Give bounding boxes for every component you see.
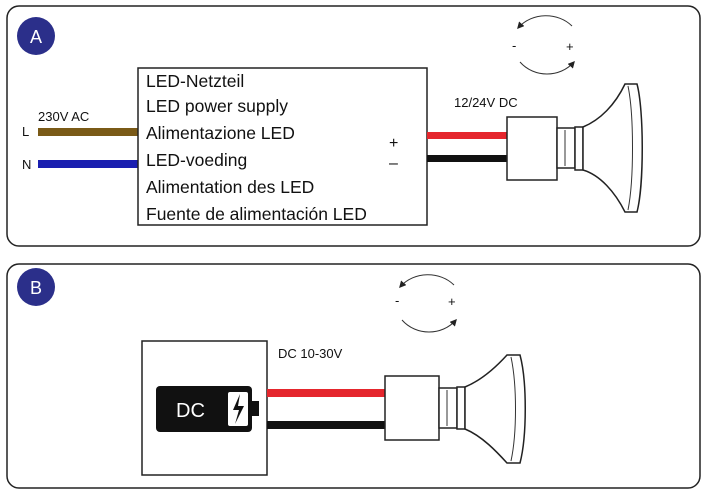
badge-a: A [17, 17, 55, 55]
battery-charging-icon: DC [156, 386, 259, 432]
rotate-plus-a: + [566, 39, 574, 54]
psu-line-it: Alimentazione LED [146, 123, 295, 143]
rotate-minus-a: - [512, 38, 516, 53]
power-supply-box [137, 67, 428, 226]
live-wire [38, 128, 138, 136]
panel-b-frame [6, 263, 701, 489]
led-spot-bulb-icon [506, 83, 643, 213]
output-voltage-label-a: 12/24V DC [454, 95, 518, 110]
negative-wire-a [427, 155, 507, 162]
output-voltage-label-b: DC 10-30V [278, 346, 343, 361]
positive-wire-b [267, 389, 385, 397]
rotate-arrows-icon: - + [395, 274, 457, 333]
neutral-label: N [22, 157, 31, 172]
psu-line-de: LED-Netzteil [146, 71, 244, 91]
rotate-minus-b: - [395, 293, 399, 308]
plus-sign: + [389, 135, 398, 152]
neutral-wire [38, 160, 138, 168]
battery-label: DC [176, 400, 205, 422]
psu-line-nl: LED-voeding [146, 150, 247, 170]
badge-a-label: A [30, 27, 42, 47]
rotate-plus-b: + [448, 294, 456, 309]
rotate-arrows-icon: - + [512, 15, 575, 75]
panel-a: A 230V AC L N LED-Netzteil LED power sup… [6, 5, 701, 247]
led-spot-bulb-icon [384, 354, 526, 464]
panel-b: B DC DC 10-30V - + [6, 263, 701, 489]
psu-line-es: Fuente de alimentación LED [146, 204, 367, 224]
minus-sign: – [389, 155, 398, 172]
psu-line-fr: Alimentation des LED [146, 177, 314, 197]
input-voltage-label: 230V AC [38, 109, 89, 124]
psu-line-en: LED power supply [146, 96, 288, 116]
live-label: L [22, 124, 29, 139]
positive-wire-a [427, 132, 507, 139]
badge-b-label: B [30, 278, 42, 298]
badge-b: B [17, 268, 55, 306]
negative-wire-b [267, 421, 385, 429]
